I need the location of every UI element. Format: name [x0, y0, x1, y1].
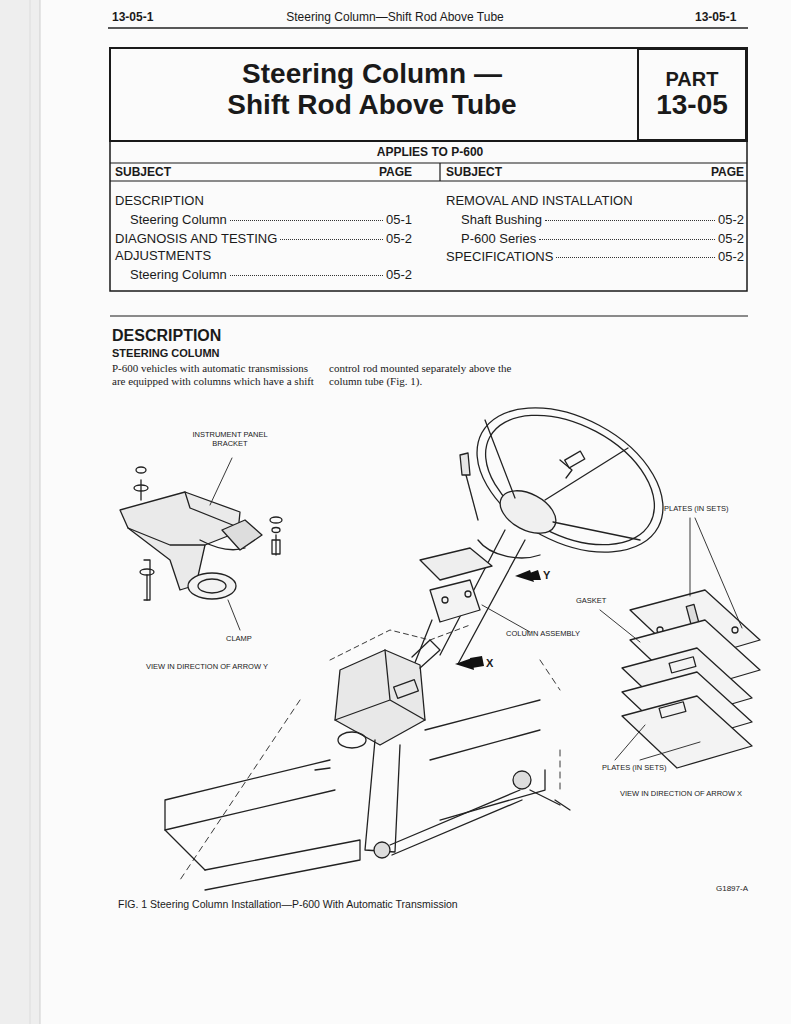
contents-entry: Shaft Bushing — [461, 212, 542, 227]
contents-entry: DIAGNOSIS AND TESTING — [115, 231, 277, 246]
part-label: PLATES (IN SETS) — [664, 505, 728, 514]
contents-entry: Steering Column — [130, 267, 227, 282]
page-reference: 05-2 — [386, 231, 412, 246]
contents-row: Shaft Bushing 05-2 — [461, 212, 744, 227]
page-title: Steering Column — Shift Rod Above Tube — [217, 58, 527, 121]
figure-code: G1897-A — [716, 884, 748, 893]
view-label: VIEW IN DIRECTION OF ARROW X — [620, 790, 742, 799]
contents-row: DIAGNOSIS AND TESTING 05-2 — [115, 231, 412, 246]
subsection-heading: STEERING COLUMN — [112, 347, 220, 360]
dot-leader — [556, 257, 715, 258]
section-entry: ADJUSTMENTS — [115, 249, 211, 264]
page-reference: 05-2 — [718, 231, 744, 246]
contents-row: SPECIFICATIONS 05-2 — [446, 249, 744, 264]
page-reference: 05-2 — [718, 249, 744, 264]
dot-leader — [539, 239, 715, 240]
part-label: INSTRUMENT PANEL BRACKET — [180, 431, 280, 448]
running-header: Steering Column—Shift Rod Above Tube — [240, 11, 550, 25]
contents-entry: SPECIFICATIONS — [446, 249, 553, 264]
part-number: 13-05 — [656, 90, 728, 121]
part-label: COLUMN ASSEMBLY — [506, 630, 580, 639]
table-header: PAGE — [368, 166, 412, 180]
arrow-letter: Y — [543, 569, 550, 582]
body-paragraph: P-600 vehicles with automatic transmissi… — [112, 350, 532, 402]
dot-leader — [230, 220, 383, 221]
part-label: PLATES (IN SETS) — [602, 764, 666, 773]
contents-entry: P-600 Series — [461, 231, 536, 246]
table-header: SUBJECT — [446, 166, 502, 180]
part-number-box: PART13-05 — [637, 48, 747, 141]
page-reference: 05-1 — [386, 212, 412, 227]
page-number: 13-05-1 — [112, 11, 153, 25]
applies-to: APPLIES TO P-600 — [330, 146, 530, 160]
figure-caption: FIG. 1 Steering Column Installation—P-60… — [118, 898, 638, 910]
contents-entry: Steering Column — [130, 212, 227, 227]
contents-row: Steering Column 05-2 — [130, 267, 412, 282]
dot-leader — [280, 239, 383, 240]
page-number: 13-05-1 — [695, 11, 736, 25]
dot-leader — [230, 275, 383, 276]
section-entry: REMOVAL AND INSTALLATION — [446, 194, 633, 209]
section-entry: DESCRIPTION — [115, 194, 204, 209]
contents-row: P-600 Series 05-2 — [461, 231, 744, 246]
table-header: PAGE — [700, 166, 744, 180]
arrow-letter: X — [486, 657, 493, 670]
dot-leader — [545, 220, 715, 221]
page-reference: 05-2 — [386, 267, 412, 282]
page-reference: 05-2 — [718, 212, 744, 227]
contents-row: Steering Column 05-1 — [130, 212, 412, 227]
part-label: GASKET — [576, 597, 606, 606]
section-heading: DESCRIPTION — [112, 327, 221, 345]
view-label: VIEW IN DIRECTION OF ARROW Y — [146, 663, 268, 672]
part-heading: PART — [666, 68, 719, 90]
part-label: CLAMP — [226, 635, 252, 644]
table-header: SUBJECT — [115, 166, 171, 180]
